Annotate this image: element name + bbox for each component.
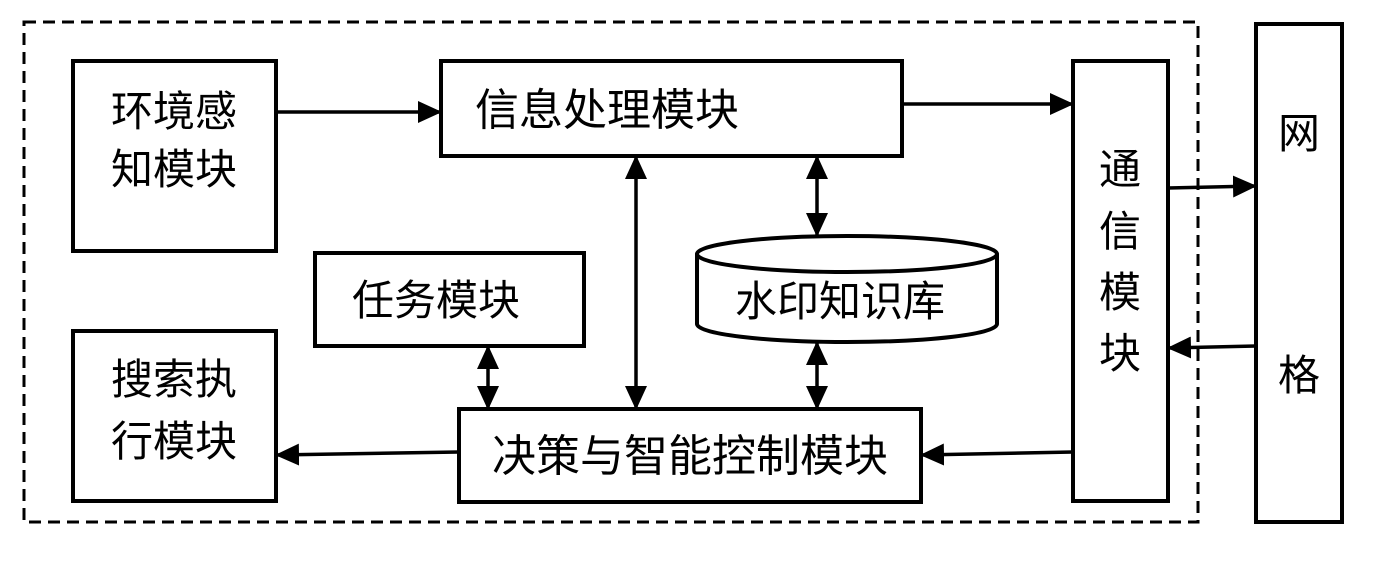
arrow-network-to-comm [1168, 346, 1256, 348]
env-module-line2: 知模块 [111, 145, 237, 194]
env-module-line1: 环境感 [111, 87, 237, 136]
network-box: 网 格 [1256, 24, 1342, 522]
network-char-2: 格 [1278, 351, 1320, 400]
search-module-line1: 搜索执 [111, 355, 237, 404]
env-perception-module: 环境感 知模块 [73, 61, 276, 251]
watermark-db-label: 水印知识库 [735, 277, 945, 326]
arrow-comm-to-decision [921, 452, 1073, 455]
comm-char-2: 信 [1099, 207, 1141, 256]
comm-char-1: 通 [1099, 145, 1141, 194]
network-char-1: 网 [1278, 109, 1320, 158]
arrow-decision-to-search [276, 452, 459, 455]
search-module-line2: 行模块 [111, 417, 237, 466]
decision-module-label: 决策与智能控制模块 [492, 431, 888, 482]
communication-module: 通 信 模 块 [1073, 61, 1168, 501]
comm-char-3: 模 [1099, 268, 1141, 317]
task-module: 任务模块 [315, 253, 584, 346]
search-execution-module: 搜索执 行模块 [73, 331, 276, 501]
decision-control-module: 决策与智能控制模块 [459, 409, 921, 502]
comm-char-4: 块 [1099, 329, 1141, 378]
info-processing-module: 信息处理模块 [441, 61, 902, 156]
info-module-label: 信息处理模块 [475, 85, 739, 136]
task-module-label: 任务模块 [352, 276, 520, 325]
arrow-comm-to-network [1168, 186, 1256, 188]
watermark-knowledge-db: 水印知识库 [697, 236, 997, 342]
